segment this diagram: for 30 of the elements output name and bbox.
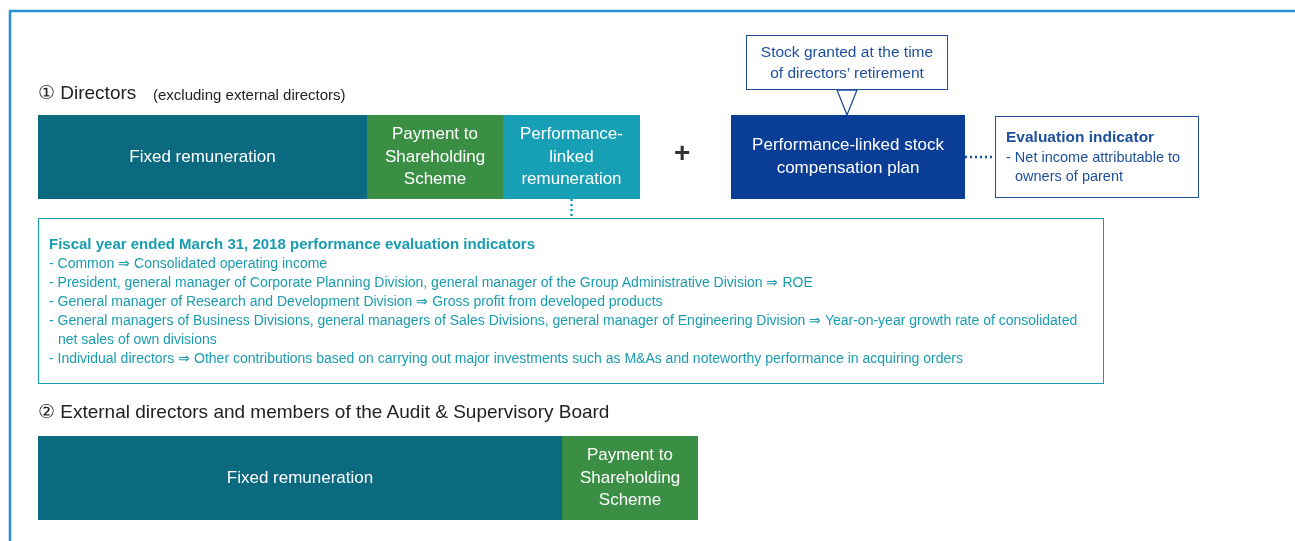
- box-label: Payment to Shareholding Scheme: [578, 443, 682, 512]
- box-label: Payment to Shareholding Scheme: [383, 122, 487, 191]
- arrow: [836, 89, 858, 116]
- box-label: Fixed remuneration: [128, 145, 277, 168]
- section-heading: ① Directors: [38, 83, 137, 104]
- performance-remuneration-box: [503, 115, 640, 199]
- indicator-item: - Individual directors ⇒ Other contributions based on carrying out major investments such as M&As and noteworthy performance in acquiring orders: [49, 348, 964, 368]
- indicator-item: - General manager of Research and Development Division ⇒ Gross profit from developed products: [49, 292, 664, 312]
- box-label: Performance-linked remuneration: [519, 122, 624, 191]
- indicators-box: [38, 218, 1104, 384]
- box-heading: Fiscal year ended March 31, 2018 performance evaluation indicators: [49, 234, 537, 255]
- payment-box: [367, 115, 503, 199]
- box-label: Performance-linked stock compensation plan: [751, 134, 945, 179]
- heading-note: (excluding external directors): [153, 87, 346, 104]
- section-heading: ② External directors and members of the Audit & Supervisory Board: [38, 402, 610, 423]
- box-heading: Evaluation indicator: [1006, 126, 1156, 147]
- plus-sign: +: [674, 138, 691, 169]
- indicator-item: - General managers of Business Divisions, general managers of Sales Divisions, general manager of Engineering Division ⇒ Year-on-year growth rate of consolidated net sales of own divisions: [49, 311, 1079, 349]
- stock-plan-box: [731, 115, 965, 199]
- indicator-item: - President, general manager of Corporate Planning Division, general manager of the Group Administrative Division ⇒ ROE: [49, 273, 814, 293]
- dotted-connector: [570, 199, 573, 218]
- note-box: [746, 35, 948, 90]
- fixed-remuneration-box: [38, 115, 367, 199]
- payment-box: [562, 436, 698, 520]
- indicator-item: - Net income attributable to owners of parent: [1006, 147, 1182, 187]
- box-label: Fixed remuneration: [225, 466, 375, 489]
- indicator-item: - Common ⇒ Consolidated operating income: [49, 254, 329, 274]
- indicator-box: [995, 116, 1199, 198]
- box-label: Stock granted at the time of directors’ retirement: [759, 41, 935, 83]
- fixed-remuneration-box: [38, 436, 562, 520]
